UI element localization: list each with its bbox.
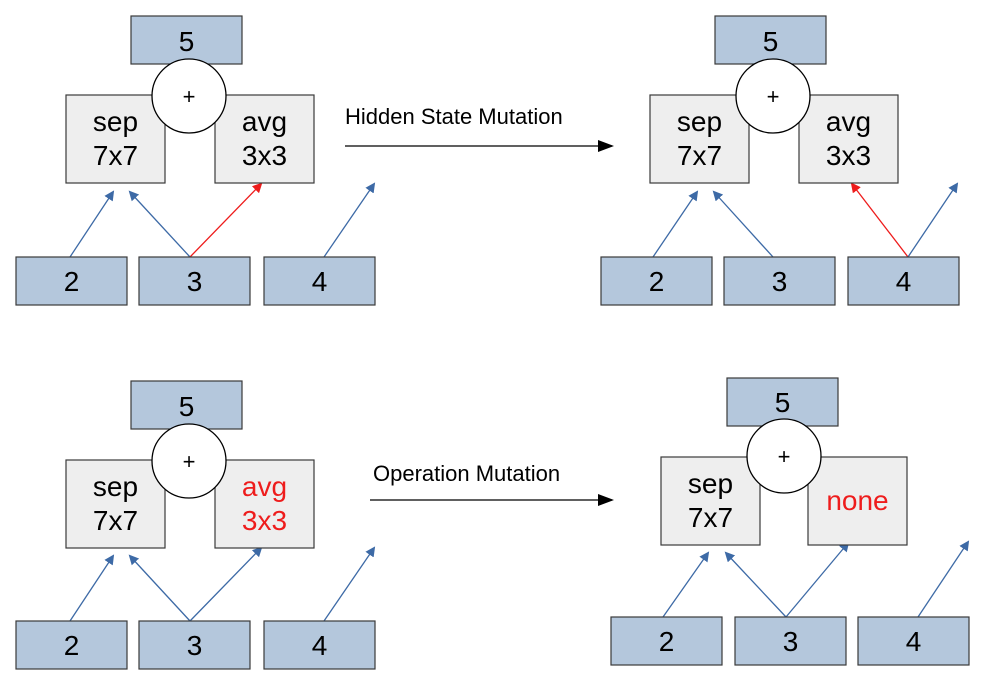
cell-operation-mutated: 5 sep 7x7 none + 2 3 4 [610, 377, 970, 666]
cell-hidden-state-mutated: 5 sep 7x7 avg 3x3 + 2 3 4 [600, 15, 960, 306]
edge-3-to-avg [189, 546, 263, 622]
input-node-4: 4 [857, 616, 970, 666]
op-none-highlighted: none [807, 456, 908, 546]
edge-3-to-sep [128, 190, 191, 258]
edges [662, 540, 970, 618]
edge-2-to-sep [652, 190, 699, 258]
op-sep: sep 7x7 [660, 456, 761, 546]
plus-icon: + [183, 84, 196, 109]
edge-4-unused [323, 182, 376, 258]
input-node-label: 3 [187, 266, 203, 297]
op-none-label: none [826, 485, 888, 516]
output-node: 5 [130, 380, 243, 430]
input-node-4: 4 [263, 256, 376, 306]
input-node-3: 3 [734, 616, 847, 666]
op-sep: sep 7x7 [65, 459, 166, 549]
input-node-label: 2 [64, 630, 80, 661]
output-node-label: 5 [775, 387, 791, 418]
input-node-label: 2 [649, 266, 665, 297]
edge-3-to-none [785, 541, 850, 618]
operation-mutation-label: Operation Mutation [373, 461, 560, 486]
operation-mutation-arrow: Operation Mutation [370, 461, 614, 506]
input-node-4: 4 [263, 620, 376, 670]
edge-2-to-sep [69, 190, 115, 258]
input-node-label: 3 [772, 266, 788, 297]
op-sep-line2: 7x7 [677, 140, 722, 171]
add-node: + [151, 423, 227, 499]
input-node-2: 2 [15, 620, 128, 670]
edge-3-to-sep [712, 190, 774, 258]
output-node: 5 [130, 15, 243, 65]
edges [69, 546, 376, 622]
hidden-state-mutation-arrow: Hidden State Mutation [345, 104, 614, 152]
input-node-2: 2 [600, 256, 713, 306]
op-sep-line2: 7x7 [93, 140, 138, 171]
input-node-label: 2 [659, 626, 675, 657]
edge-4-to-avg [850, 182, 909, 258]
edge-2-to-sep [662, 551, 710, 618]
input-node-2: 2 [15, 256, 128, 306]
output-node: 5 [714, 15, 827, 65]
op-avg-line1: avg [242, 471, 287, 502]
op-avg-line1: avg [826, 106, 871, 137]
op-sep-line1: sep [93, 106, 138, 137]
op-avg-line2: 3x3 [826, 140, 871, 171]
op-avg: avg 3x3 [798, 94, 899, 184]
cell-original-bottom: 5 sep 7x7 avg 3x3 + 2 3 4 [15, 380, 376, 670]
op-avg-line1: avg [242, 106, 287, 137]
edges [69, 182, 376, 258]
input-node-label: 4 [896, 266, 912, 297]
output-node-label: 5 [179, 26, 195, 57]
edge-4-unused [917, 540, 970, 618]
input-node-label: 3 [187, 630, 203, 661]
edge-3-to-sep [724, 551, 787, 618]
op-sep-line1: sep [688, 468, 733, 499]
op-avg-line2: 3x3 [242, 140, 287, 171]
plus-icon: + [183, 449, 196, 474]
output-node-label: 5 [763, 26, 779, 57]
op-sep-line2: 7x7 [688, 502, 733, 533]
hidden-state-mutation-label: Hidden State Mutation [345, 104, 563, 129]
input-node-label: 4 [312, 266, 328, 297]
input-node-3: 3 [138, 256, 251, 306]
plus-icon: + [767, 84, 780, 109]
edge-2-to-sep [69, 554, 115, 622]
output-node-label: 5 [179, 391, 195, 422]
input-node-3: 3 [723, 256, 836, 306]
edges [652, 182, 959, 258]
input-node-label: 4 [906, 626, 922, 657]
edge-4-unused [323, 546, 376, 622]
input-node-label: 4 [312, 630, 328, 661]
op-sep-line1: sep [93, 471, 138, 502]
op-avg-highlighted: avg 3x3 [214, 459, 315, 549]
input-node-4: 4 [847, 256, 960, 306]
op-avg-line2: 3x3 [242, 505, 287, 536]
input-node-label: 3 [783, 626, 799, 657]
input-node-label: 2 [64, 266, 80, 297]
op-avg: avg 3x3 [214, 94, 315, 184]
plus-icon: + [778, 444, 791, 469]
add-node: + [735, 58, 811, 134]
cell-original-top: 5 sep 7x7 avg 3x3 + 2 3 4 [15, 15, 376, 306]
op-sep: sep 7x7 [649, 94, 750, 184]
op-sep-line1: sep [677, 106, 722, 137]
edge-3-to-sep [128, 554, 191, 622]
op-sep: sep 7x7 [65, 94, 166, 184]
input-node-3: 3 [138, 620, 251, 670]
add-node: + [746, 418, 822, 494]
input-node-2: 2 [610, 616, 723, 666]
output-node: 5 [726, 377, 839, 427]
op-sep-line2: 7x7 [93, 505, 138, 536]
add-node: + [151, 58, 227, 134]
edge-4-unused [907, 182, 959, 258]
edge-3-to-avg [189, 182, 263, 258]
